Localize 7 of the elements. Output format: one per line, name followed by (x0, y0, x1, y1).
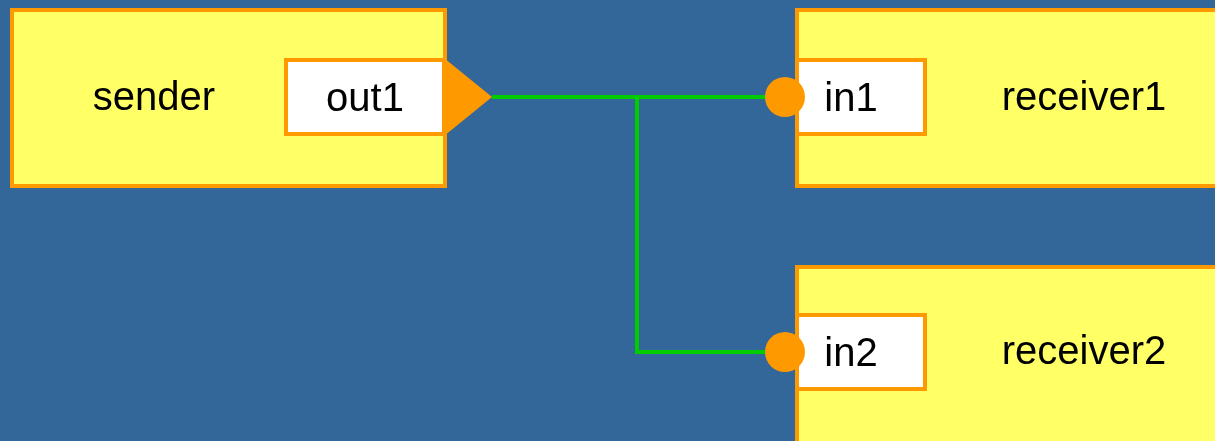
component-name: receiver2 (1000, 327, 1168, 373)
connector-line (492, 95, 765, 354)
port-name: out1 (325, 74, 405, 120)
component-name: sender (91, 73, 217, 119)
component-name: receiver1 (1000, 73, 1168, 119)
port-name: in2 (823, 329, 879, 375)
port-name: in1 (823, 74, 879, 120)
